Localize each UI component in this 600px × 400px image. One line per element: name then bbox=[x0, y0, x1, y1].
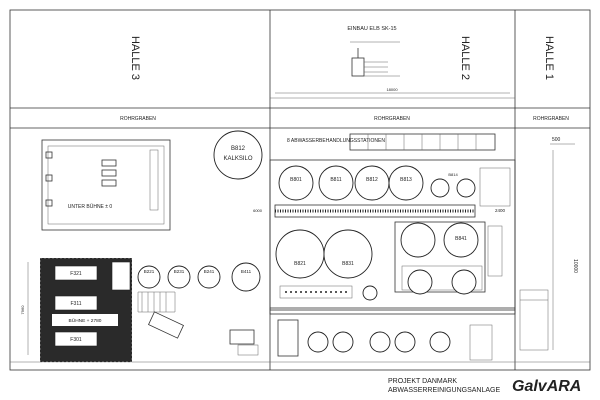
row-tank-3: B411 bbox=[241, 269, 252, 274]
top-tank-4: B814 bbox=[448, 172, 458, 177]
kalksilo: B812 KALKSILO bbox=[213, 130, 263, 180]
hall-label-1: HALLE 1 bbox=[543, 36, 555, 80]
einbau-label: EINBAU ELB SK-15 bbox=[347, 26, 396, 32]
dim-500: 500 bbox=[552, 137, 561, 143]
project-line-2: ABWASSERREINIGUNGSANLAGE bbox=[388, 387, 500, 394]
dim-7960: 7960 bbox=[20, 305, 25, 315]
top-tank-1: B811 bbox=[330, 177, 342, 183]
kalksilo-code: B812 bbox=[231, 146, 246, 152]
valve-strip bbox=[279, 285, 378, 301]
row-tank-1: B231 bbox=[174, 269, 185, 274]
unit-f321: F321 bbox=[70, 271, 82, 277]
dim-2400: 2400 bbox=[495, 208, 506, 213]
kalksilo-label: KALKSILO bbox=[223, 156, 252, 162]
dimension-lines: 18000 500 10000 2400 6000 7960 bbox=[20, 87, 578, 355]
rohrgraben-label-right: ROHRGRABEN bbox=[533, 116, 569, 122]
unit-f311: F311 bbox=[70, 301, 81, 307]
equipment-area bbox=[269, 159, 516, 311]
unter-buehne-area: UNTER BÜHNE ± 0 bbox=[41, 139, 171, 231]
galvara-logo: GalvARA bbox=[512, 378, 581, 395]
title-block: PROJEKT DANMARK ABWASSERREINIGUNGSANLAGE… bbox=[388, 378, 581, 395]
row-tank-2: B241 bbox=[204, 269, 215, 274]
large-tank-row: B821 B831 B841 bbox=[275, 221, 503, 295]
rohrgraben-label-middle: ROHRGRABEN bbox=[374, 116, 410, 122]
buehne-grid-area: F321 F311 BÜHNE + 2780 F301 bbox=[39, 257, 133, 363]
unit-f301: F301 bbox=[70, 337, 82, 343]
einbau-detail: EINBAU ELB SK-15 bbox=[347, 26, 400, 77]
top-tank-3: B813 bbox=[400, 177, 412, 183]
bottom-tank-row bbox=[277, 319, 493, 361]
row-tank-0: B221 bbox=[144, 269, 155, 274]
project-line-1: PROJEKT DANMARK bbox=[388, 378, 457, 385]
hall-label-2: HALLE 2 bbox=[459, 36, 471, 80]
dim-18000: 18000 bbox=[386, 87, 398, 92]
large-tank-0: B821 bbox=[294, 261, 306, 267]
right-side-notes bbox=[519, 289, 549, 351]
forklift-sketches bbox=[148, 311, 259, 356]
top-tank-row: B801 B811 B812 B813 B814 bbox=[278, 165, 511, 207]
buehne-upper-label: UNTER BÜHNE ± 0 bbox=[68, 203, 113, 210]
hall-label-3: HALLE 3 bbox=[129, 36, 141, 80]
top-tank-0: B801 bbox=[290, 177, 302, 183]
buehne-lower-label: BÜHNE + 2780 bbox=[69, 317, 102, 324]
rohrgraben-label-left: ROHRGRABEN bbox=[120, 116, 156, 122]
stations-label: 8 ABWASSERBEHANDLUNGSSTATIONEN bbox=[287, 138, 385, 144]
bottom-strip bbox=[269, 307, 516, 315]
large-tank-2: B841 bbox=[455, 236, 467, 242]
top-tank-2: B812 bbox=[366, 177, 378, 183]
walkway bbox=[274, 204, 476, 218]
large-tank-1: B831 bbox=[342, 261, 354, 267]
dim-6000: 6000 bbox=[253, 208, 263, 213]
stations-row: 8 ABWASSERBEHANDLUNGSSTATIONEN bbox=[287, 133, 496, 151]
mid-tank-row: B221 B231 B241 B411 bbox=[137, 262, 261, 313]
dim-10000: 10000 bbox=[572, 259, 578, 273]
